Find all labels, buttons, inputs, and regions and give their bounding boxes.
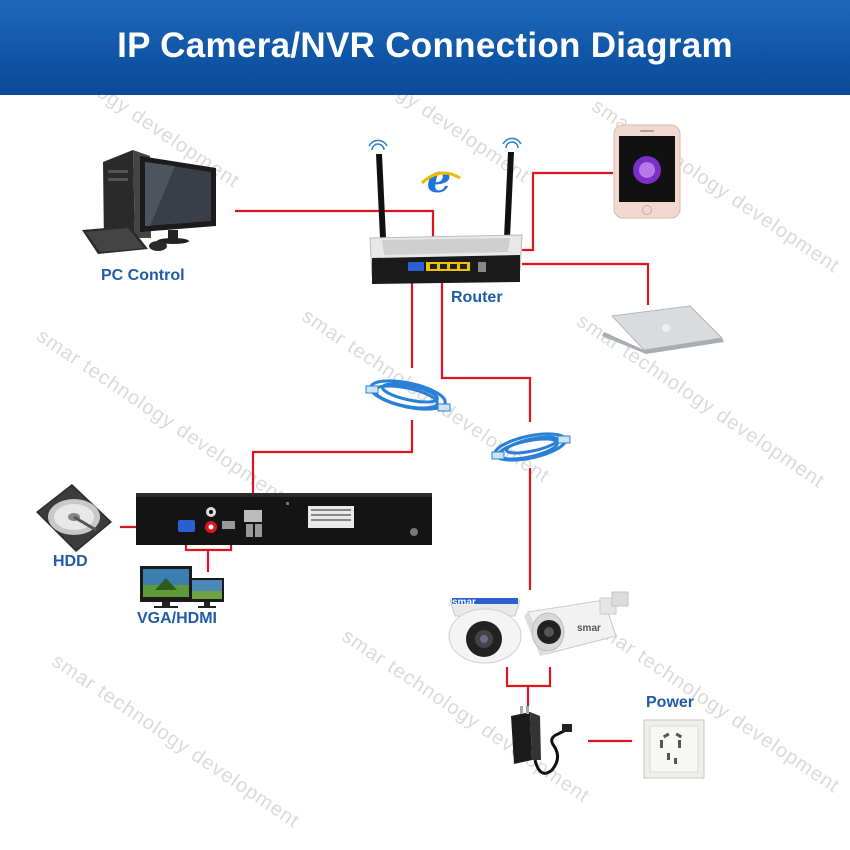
power-label: Power [646, 694, 695, 711]
page-title: IP Camera/NVR Connection Diagram [117, 26, 733, 65]
vga-hdmi-label: VGA/HDMI [137, 610, 217, 627]
router-label: Router [451, 289, 503, 306]
dome-camera-brand: smar [452, 597, 476, 608]
bullet-camera-brand: smar [577, 623, 601, 634]
title-banner: IP Camera/NVR Connection Diagram [0, 0, 850, 95]
hdd-label: HDD [53, 553, 88, 570]
pc-control-label: PC Control [101, 267, 185, 284]
phone-router-line [522, 171, 613, 252]
router-camera-line [440, 276, 532, 422]
router-nvr-line [251, 420, 414, 510]
svg-text:e: e [427, 156, 451, 201]
laptop-router-line [522, 262, 650, 305]
